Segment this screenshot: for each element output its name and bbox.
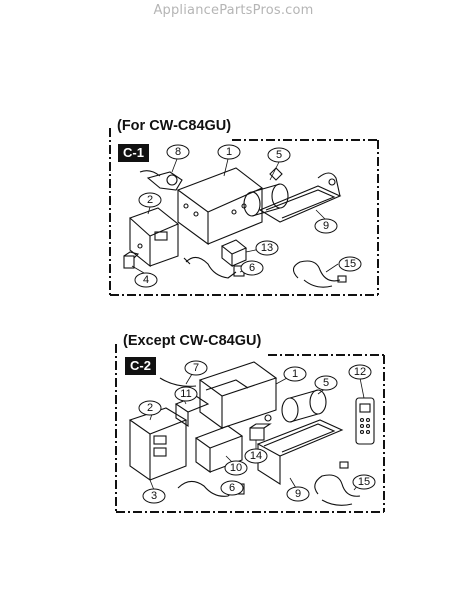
part-8-sensor [139, 170, 183, 191]
part-7-wire [159, 377, 197, 387]
section-1-parts [123, 167, 347, 288]
part-6-cable [183, 256, 245, 279]
section-2-code-badge: C-2 [125, 357, 156, 375]
callout-10: 10 [230, 462, 242, 474]
part-1-enclosure [198, 361, 278, 430]
callout-13: 13 [261, 242, 273, 254]
callout-9: 9 [323, 220, 329, 232]
part-15-cord [292, 260, 347, 288]
callout-15-b: 15 [358, 476, 370, 488]
section-1-callouts [134, 144, 362, 288]
callout-6-b: 6 [229, 482, 235, 494]
part-4-knob [123, 251, 140, 269]
callout-3: 3 [151, 490, 157, 502]
part-5-motor [243, 167, 289, 217]
part-15-cord-2 [314, 461, 361, 506]
callout-2-b: 2 [147, 402, 153, 414]
section-1-frame [109, 128, 379, 296]
part-2-display [128, 207, 180, 268]
part-14-relay [249, 423, 272, 441]
callout-8: 8 [175, 146, 181, 158]
section-2-frame [115, 344, 385, 513]
part-9-panel-2 [256, 419, 344, 486]
callout-7: 7 [193, 362, 199, 374]
part-10-board [194, 425, 244, 474]
section-1-callout-labels: 8 1 5 2 9 13 6 15 4 [143, 146, 356, 286]
part-9-panel [258, 172, 342, 223]
callout-15: 15 [344, 258, 356, 270]
part-5-motor-2 [264, 389, 327, 423]
callout-12: 12 [354, 366, 366, 378]
callout-2: 2 [147, 194, 153, 206]
callout-11: 11 [180, 388, 191, 400]
watermark: AppliancePartsPros.com [153, 3, 314, 18]
callout-9-b: 9 [295, 488, 301, 500]
part-1-control-box [176, 167, 264, 246]
section-1-leaders [131, 158, 339, 274]
callout-1-b: 1 [292, 368, 298, 380]
callout-1: 1 [226, 146, 232, 158]
part-12-remote [355, 397, 375, 445]
callout-4: 4 [143, 274, 149, 286]
section-1-title: (For CW-C84GU) [117, 118, 232, 134]
callout-14: 14 [250, 450, 262, 462]
section-2-title: (Except CW-C84GU) [123, 333, 262, 349]
callout-5: 5 [276, 149, 282, 161]
callout-6: 6 [249, 262, 255, 274]
section-1-code-badge: C-1 [118, 144, 149, 162]
callout-5-b: 5 [323, 377, 329, 389]
part-13-relay [220, 239, 248, 268]
section-2-callouts [138, 360, 376, 504]
section-2-callout-labels: 7 1 5 12 11 2 14 10 3 6 9 15 [147, 362, 370, 502]
